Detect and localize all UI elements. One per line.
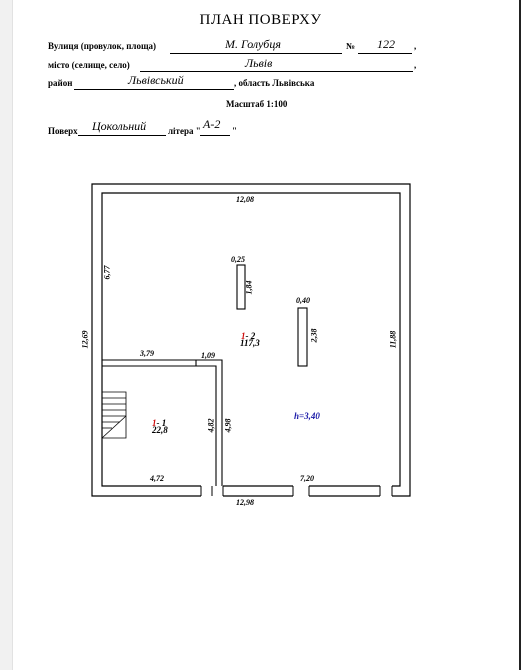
outer-wall-outer bbox=[91, 183, 411, 497]
room-1-number: 1 bbox=[152, 418, 157, 428]
letter-value: А-2 bbox=[203, 117, 221, 131]
dim-pillar2-height: 2,38 bbox=[309, 328, 319, 343]
room-2-label: 1- 2 bbox=[241, 326, 255, 344]
bottom-door-gap-2 bbox=[293, 485, 309, 497]
room-1-index: - 1 bbox=[156, 418, 167, 428]
letter-underline bbox=[200, 135, 230, 136]
region-text: , область Львівська bbox=[234, 78, 315, 88]
room-1-area: 22,8 bbox=[152, 425, 168, 435]
dim-left-total: 12,69 bbox=[80, 330, 90, 349]
dim-bottom-left: 4,72 bbox=[150, 474, 164, 483]
dim-partition: 3,79 bbox=[140, 349, 154, 358]
staircase bbox=[101, 391, 127, 439]
partition-inner bbox=[102, 365, 217, 486]
ceiling-height: h=3,40 bbox=[294, 411, 320, 421]
dim-top: 12,08 bbox=[236, 195, 254, 204]
dim-wall-piece: 1,09 bbox=[201, 351, 215, 360]
city-value: Львів bbox=[245, 56, 273, 70]
room-2-index: - 2 bbox=[245, 331, 256, 341]
floor-label: Поверх bbox=[48, 126, 78, 136]
district-label: район bbox=[48, 78, 73, 88]
pillar-2 bbox=[297, 307, 308, 367]
dim-inner-height-2: 4,98 bbox=[223, 418, 233, 433]
district-value: Львівський bbox=[128, 73, 184, 87]
page-right-edge bbox=[519, 0, 521, 670]
letter-close: " bbox=[232, 126, 237, 136]
page-left-edge bbox=[0, 0, 13, 670]
dim-inner-height-1: 4,82 bbox=[206, 418, 216, 433]
scale-text: Масштаб 1:100 bbox=[226, 99, 288, 109]
room-1-label: 1- 1 bbox=[152, 413, 166, 431]
dim-bottom-right: 7,20 bbox=[300, 474, 314, 483]
outer-wall-inner bbox=[101, 192, 401, 487]
street-label: Вулиця (провулок, площа) bbox=[48, 41, 157, 51]
street-value: М. Голубця bbox=[225, 37, 281, 51]
dim-right-total: 11,88 bbox=[388, 330, 398, 349]
dim-pillar2-width: 0,40 bbox=[296, 296, 310, 305]
floor-underline bbox=[78, 135, 166, 136]
city-label: місто (селище, село) bbox=[48, 60, 130, 70]
page-title: ПЛАН ПОВЕРХУ bbox=[199, 12, 322, 28]
dim-pillar1-width: 0,25 bbox=[231, 255, 245, 264]
partition-outer bbox=[102, 359, 223, 486]
floor-value: Цокольний bbox=[92, 119, 147, 133]
bottom-door-gap-3 bbox=[380, 485, 392, 497]
street-underline bbox=[170, 53, 342, 54]
room-2-area: 117,3 bbox=[240, 338, 260, 348]
city-underline bbox=[140, 71, 413, 72]
dim-left-upper: 6,77 bbox=[102, 265, 112, 280]
letter-label: літера " bbox=[168, 126, 201, 136]
room-2-number: 1 bbox=[241, 331, 246, 341]
district-underline bbox=[74, 89, 234, 90]
number-label: № bbox=[346, 41, 356, 51]
pillar-1 bbox=[236, 264, 246, 310]
number-value: 122 bbox=[377, 37, 395, 51]
dim-pillar1-height: 1,84 bbox=[244, 280, 254, 295]
number-underline bbox=[358, 53, 412, 54]
dim-bottom-total: 12,98 bbox=[236, 498, 254, 507]
